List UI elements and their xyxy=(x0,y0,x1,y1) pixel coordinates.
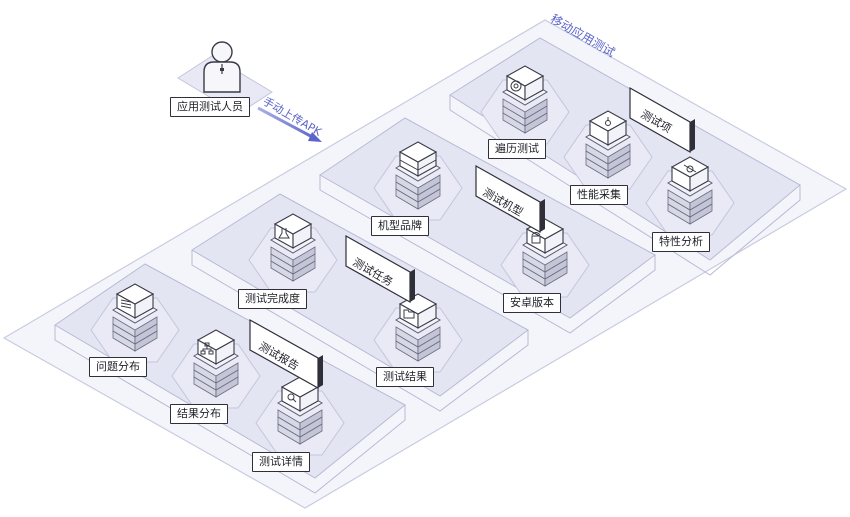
model-brand-server-icon xyxy=(373,141,463,221)
test-result-glyph-icon xyxy=(403,309,415,319)
performance-collect-server-icon xyxy=(563,110,653,190)
tester-label: 应用测试人员 xyxy=(170,97,250,117)
feature-analysis-server-icon xyxy=(645,156,735,236)
item-label-test-details: 测试详情 xyxy=(252,452,310,472)
android-version-glyph-icon xyxy=(531,232,541,244)
tester-icon xyxy=(203,41,241,93)
item-label-feature-analysis: 特性分析 xyxy=(652,232,710,252)
feature-analysis-glyph-icon xyxy=(683,164,697,173)
item-label-performance-collect: 性能采集 xyxy=(570,185,628,205)
upload-arrow xyxy=(257,106,322,142)
item-label-traversal-test: 遍历测试 xyxy=(488,139,546,159)
test-completion-glyph-icon xyxy=(278,228,290,239)
group-sign-test-tasks xyxy=(345,234,415,304)
result-distribution-glyph-icon xyxy=(200,342,214,355)
item-label-test-result: 测试结果 xyxy=(376,367,434,387)
model-brand-glyph-icon xyxy=(399,159,437,176)
group-sign-test-report xyxy=(249,318,323,390)
traversal-test-glyph-icon xyxy=(510,80,522,92)
test-completion-server-icon xyxy=(248,213,338,293)
item-label-test-completion: 测试完成度 xyxy=(238,289,307,309)
traversal-test-server-icon xyxy=(480,65,570,145)
android-version-server-icon xyxy=(500,218,590,298)
item-label-model-brand: 机型品牌 xyxy=(371,216,429,236)
test-details-glyph-icon xyxy=(287,393,297,403)
item-label-result-distribution: 结果分布 xyxy=(170,404,228,424)
issue-distribution-server-icon xyxy=(90,283,180,363)
group-sign-test-models xyxy=(475,164,545,234)
test-details-server-icon xyxy=(255,376,345,456)
mobile-test-platform xyxy=(2,19,848,509)
group-sign-test-items xyxy=(629,86,695,154)
item-label-android-version: 安卓版本 xyxy=(503,293,561,313)
result-distribution-server-icon xyxy=(171,329,261,409)
performance-collect-glyph-icon xyxy=(605,117,611,126)
issue-distribution-glyph-icon xyxy=(120,299,132,309)
item-label-issue-distribution: 问题分布 xyxy=(89,357,147,377)
